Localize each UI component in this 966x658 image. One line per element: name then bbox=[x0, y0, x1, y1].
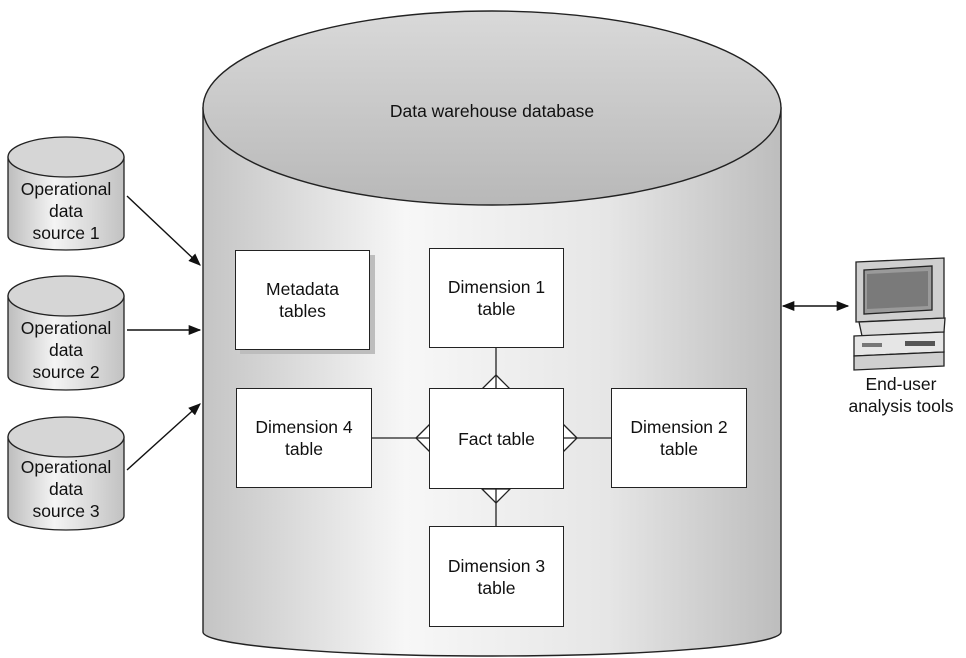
enduser-line2: analysis tools bbox=[848, 396, 954, 416]
source-2-line1: Operational bbox=[20, 318, 112, 338]
source-label-1: Operational data source 1 bbox=[8, 178, 124, 244]
enduser-label: End-user analysis tools bbox=[836, 373, 966, 417]
dimension-2-line2: table bbox=[660, 439, 698, 459]
dimension-3-table-box: Dimension 3 table bbox=[429, 526, 564, 627]
dimension-4-table-box: Dimension 4 table bbox=[236, 388, 372, 488]
source-3-line1: Operational bbox=[20, 457, 112, 477]
dimension-1-line1: Dimension 1 bbox=[447, 277, 546, 297]
fact-table-label: Fact table bbox=[458, 428, 535, 449]
source-cylinder-2 bbox=[7, 275, 125, 391]
metadata-line2: tables bbox=[279, 301, 326, 321]
dimension-4-line1: Dimension 4 bbox=[255, 417, 353, 437]
warehouse-title: Data warehouse database bbox=[389, 101, 595, 121]
dimension-3-line1: Dimension 3 bbox=[447, 555, 546, 576]
dimension-1-line2: table bbox=[477, 299, 516, 319]
arrow-source-1 bbox=[126, 195, 201, 266]
dimension-4-line2: table bbox=[285, 439, 323, 459]
source-3-line3: source 3 bbox=[32, 501, 100, 521]
source-2-line3: source 2 bbox=[32, 362, 100, 382]
source-1-line3: source 1 bbox=[32, 223, 100, 243]
source-cylinder-1 bbox=[7, 136, 125, 251]
dimension-2-table-box: Dimension 2 table bbox=[611, 388, 747, 488]
source-1-line2: data bbox=[48, 201, 84, 221]
dimension-3-line2: table bbox=[477, 577, 516, 598]
relationship-lines bbox=[372, 347, 612, 526]
fact-table-box: Fact table bbox=[429, 388, 564, 489]
dimension-2-line1: Dimension 2 bbox=[630, 417, 728, 437]
source-label-2: Operational data source 2 bbox=[8, 317, 124, 383]
computer-icon bbox=[853, 257, 946, 371]
metadata-tables-box: Metadata tables bbox=[235, 250, 370, 350]
metadata-line1: Metadata bbox=[266, 279, 339, 299]
source-3-line2: data bbox=[48, 479, 84, 499]
source-label-3: Operational data source 3 bbox=[8, 456, 124, 522]
arrow-source-3 bbox=[126, 403, 201, 471]
dimension-1-table-box: Dimension 1 table bbox=[429, 248, 564, 348]
source-cylinder-3 bbox=[7, 416, 125, 531]
enduser-line1: End-user bbox=[865, 374, 937, 394]
source-1-line1: Operational bbox=[20, 179, 112, 199]
source-2-line2: data bbox=[48, 340, 84, 360]
